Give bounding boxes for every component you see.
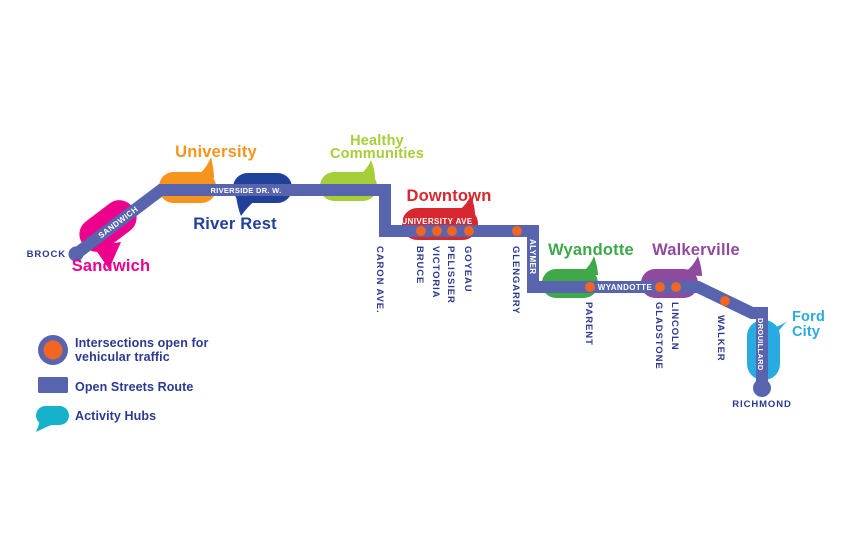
hub-label-downtown: Downtown: [407, 187, 492, 205]
street-label-goyeau: GOYEAU: [462, 246, 473, 293]
intersection-dot-bruce: [416, 226, 426, 236]
route-street-label-university-ave: UNIVERSITY AVE: [401, 217, 473, 226]
street-label-parent: PARENT: [583, 302, 594, 346]
route-end-cap: [753, 379, 771, 397]
street-label-lincoln: LINCOLN: [669, 302, 680, 351]
hub-label-university: University: [175, 143, 257, 161]
street-label-victoria: VICTORIA: [430, 246, 441, 298]
hub-label-wyandotte: Wyandotte: [548, 241, 634, 259]
legend-route-swatch-icon: [38, 377, 68, 393]
street-label-gladstone: GLADSTONE: [653, 302, 664, 370]
walkerville-bubble-tail: [680, 256, 702, 276]
legend-activity-hub-bubble-icon: [36, 406, 69, 425]
intersection-dot-pelissier: [447, 226, 457, 236]
street-label-caron: CARON AVE.: [374, 246, 385, 314]
legend-intersection-dot-icon: [43, 340, 63, 360]
route-street-label-wyandotte: WYANDOTTE: [598, 283, 653, 292]
hub-label-healthy-line1: Healthy: [350, 133, 404, 149]
activity-hub-university: [159, 157, 216, 203]
route-street-label-riverside: RIVERSIDE DR. W.: [210, 186, 281, 195]
street-label-walker: WALKER: [715, 315, 726, 362]
street-label-brock: BROCK: [27, 249, 66, 260]
hub-label-ford-line2: City: [792, 324, 820, 340]
intersection-dot-lincoln: [671, 282, 681, 292]
hub-label-ford-line1: Ford: [792, 309, 825, 325]
legend: Intersections open for vehicular traffic…: [36, 335, 209, 432]
hub-label-sandwich: Sandwich: [72, 257, 151, 275]
intersection-dot-walker: [720, 296, 730, 306]
wyandotte-bubble-tail: [578, 256, 598, 275]
hub-label-walkerville: Walkerville: [652, 241, 740, 259]
open-streets-route-line: [72, 184, 768, 387]
street-label-richmond: RICHMOND: [732, 399, 791, 410]
legend-route-label: Open Streets Route: [75, 380, 194, 394]
street-label-bruce: BRUCE: [414, 246, 425, 284]
intersection-dot-goyeau: [464, 226, 474, 236]
street-label-glengarry: GLENGARRY: [510, 246, 521, 314]
legend-intersections-label-line1: Intersections open for: [75, 336, 209, 350]
intersection-dot-gladstone: [655, 282, 665, 292]
street-label-pelissier: PELISSIER: [445, 246, 456, 304]
legend-activity-hubs-label: Activity Hubs: [75, 409, 156, 423]
healthy-communities-bubble-tail: [355, 160, 375, 178]
intersection-dot-victoria: [432, 226, 442, 236]
intersection-dot-parent: [585, 282, 595, 292]
downtown-bubble-tail: [453, 195, 475, 214]
route-street-label-drouillard: DROUILLARD: [756, 318, 765, 371]
legend-intersections-label-line2: vehicular traffic: [75, 350, 170, 364]
hub-label-river-rest: River Rest: [193, 215, 277, 233]
route-street-label-alymer: ALYMER: [528, 239, 537, 274]
route-start-cap: [68, 246, 84, 262]
hub-label-healthy-line2: Communities: [330, 146, 424, 162]
university-bubble-tail: [193, 157, 214, 178]
intersection-dot-glengarry: [512, 226, 522, 236]
